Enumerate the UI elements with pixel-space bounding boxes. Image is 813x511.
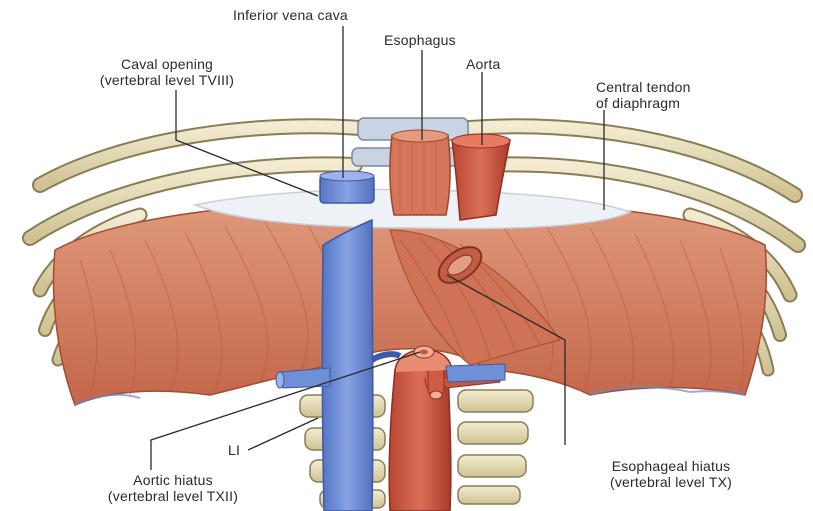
- label-central-tendon-line2: of diaphragm: [596, 95, 691, 111]
- label-esophageal-hiatus: Esophageal hiatus (vertebral level TX): [556, 458, 786, 490]
- label-caval-opening-line2: (vertebral level TVIII): [52, 72, 282, 88]
- label-central-tendon: Central tendon of diaphragm: [596, 79, 691, 111]
- label-aortic-hiatus-line1: Aortic hiatus: [58, 472, 288, 488]
- label-central-tendon-line1: Central tendon: [596, 79, 691, 95]
- label-inferior-vena-cava: Inferior vena cava: [233, 7, 348, 23]
- label-caval-opening-line1: Caval opening: [52, 56, 282, 72]
- label-l1: LI: [228, 442, 240, 458]
- label-aorta: Aorta: [466, 56, 500, 72]
- label-esophageal-hiatus-line1: Esophageal hiatus: [556, 458, 786, 474]
- label-esophageal-hiatus-line2: (vertebral level TX): [556, 474, 786, 490]
- esophagus-tube: [390, 130, 450, 215]
- label-esophagus: Esophagus: [384, 32, 456, 48]
- label-caval-opening: Caval opening (vertebral level TVIII): [52, 56, 282, 88]
- label-aortic-hiatus-line2: (vertebral level TXII): [58, 488, 288, 504]
- label-aortic-hiatus: Aortic hiatus (vertebral level TXII): [58, 472, 288, 504]
